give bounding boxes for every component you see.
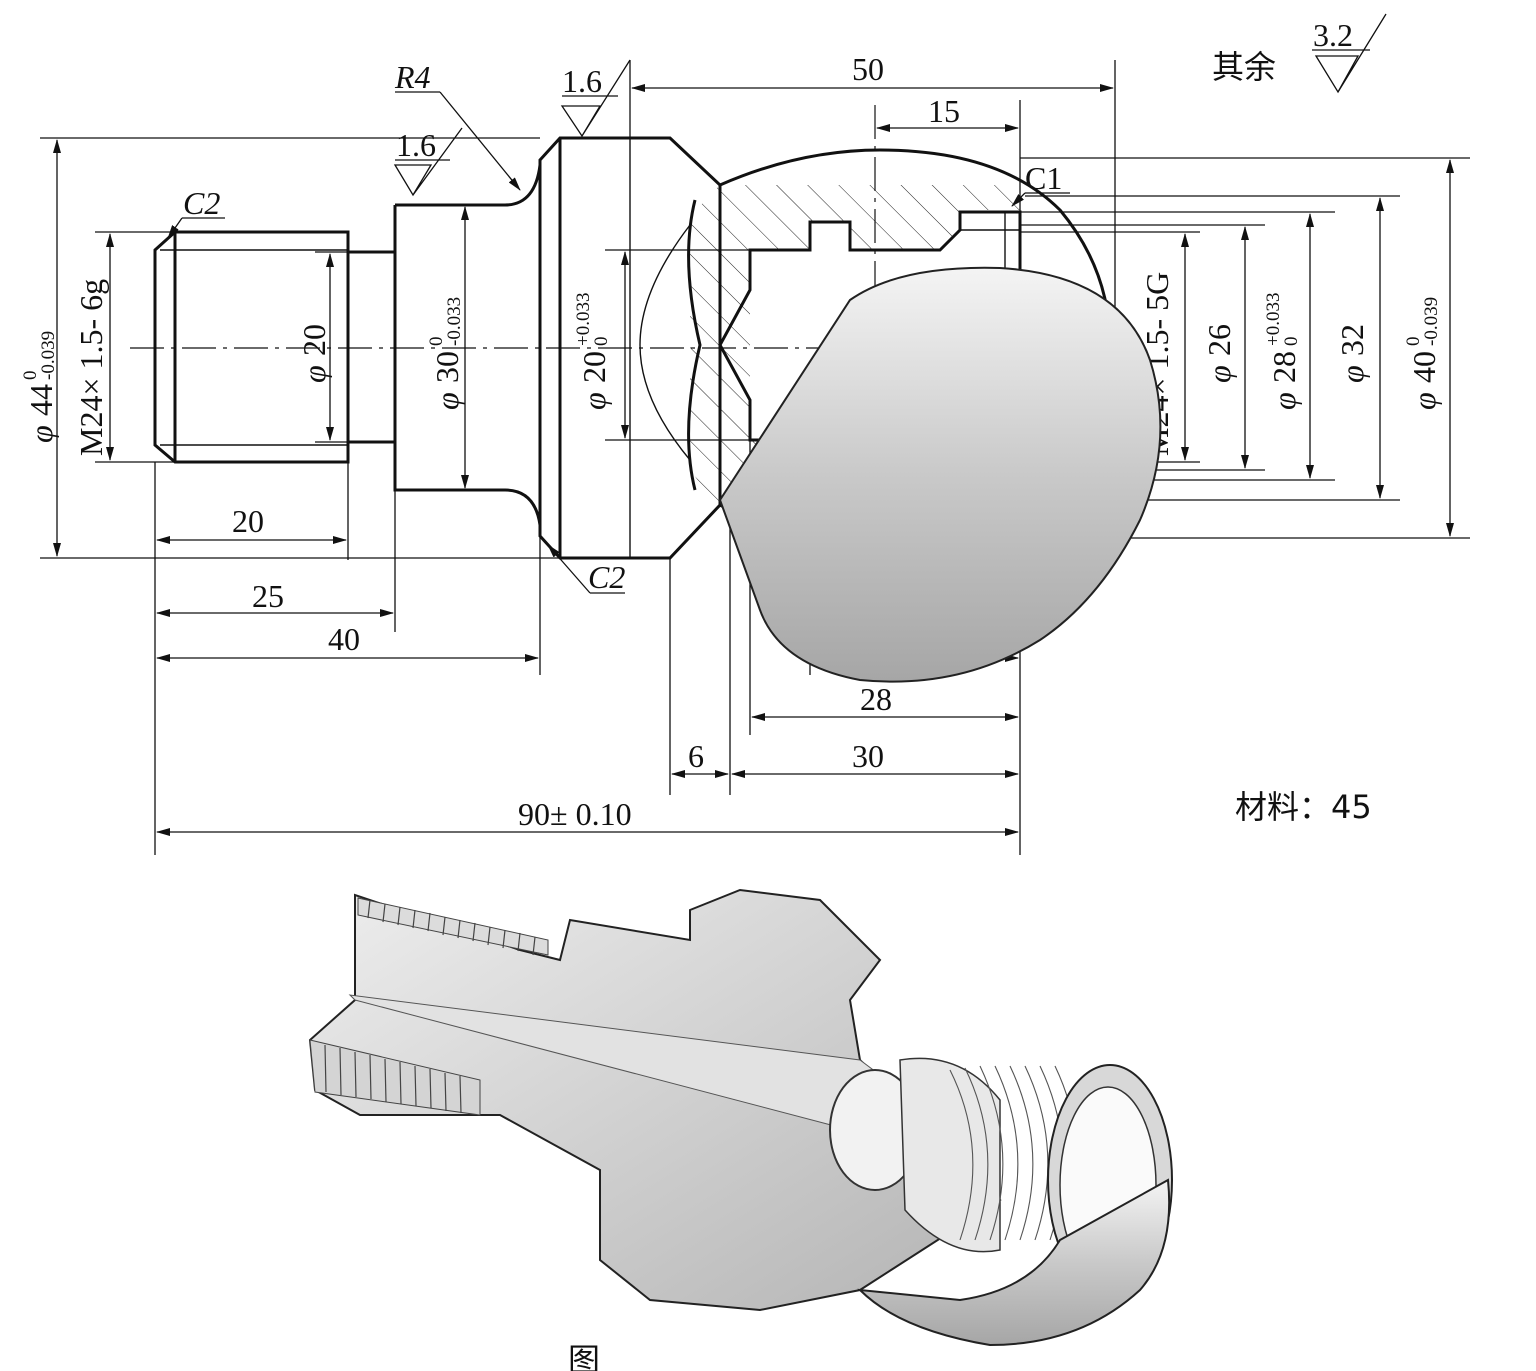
svg-text:20: 20 — [296, 324, 332, 356]
callout-c2-left: C2 — [183, 185, 220, 221]
svg-text:φ: φ — [1201, 365, 1237, 383]
svg-text:+0.033: +0.033 — [1263, 293, 1284, 346]
svg-text:20: 20 — [576, 351, 612, 383]
roughness-symbols — [393, 13, 1387, 197]
roughness-value-2: 1.6 — [562, 63, 602, 99]
dia-phi28: φ 28 +0.033 0 — [1263, 293, 1302, 410]
dia-phi20-bore: φ 20 +0.033 0 — [573, 293, 612, 410]
groove-phi20 — [348, 250, 395, 444]
dim-6-flange: 6 — [688, 738, 704, 774]
svg-text:-0.033: -0.033 — [444, 297, 465, 346]
svg-text:φ: φ — [576, 392, 612, 410]
figure-caption: 图 — [568, 1341, 600, 1371]
neck-phi30 — [393, 164, 542, 526]
dim-25: 25 — [252, 578, 284, 614]
svg-text:φ: φ — [23, 425, 59, 443]
svg-text:44: 44 — [23, 384, 59, 416]
material-note: 材料：45 — [1235, 788, 1372, 826]
dia-phi44: φ 44 0 -0.039 — [20, 331, 59, 443]
svg-text:+0.033: +0.033 — [573, 293, 594, 346]
flange-ball-blend — [687, 199, 702, 491]
svg-text:-0.039: -0.039 — [1421, 297, 1442, 346]
svg-text:φ: φ — [296, 365, 332, 383]
dia-phi32: φ 32 — [1334, 324, 1370, 383]
svg-text:0: 0 — [591, 337, 612, 347]
dim-90: 90± 0.10 — [518, 796, 632, 832]
svg-text:φ: φ — [429, 392, 465, 410]
svg-text:26: 26 — [1201, 324, 1237, 356]
flange — [538, 136, 722, 560]
dia-phi30: φ 30 0 -0.033 — [426, 297, 465, 410]
roughness-value-1: 1.6 — [396, 127, 436, 163]
dia-phi26: φ 26 — [1201, 324, 1237, 383]
svg-text:28: 28 — [1266, 351, 1302, 383]
callout-c1: C1 — [1025, 160, 1062, 196]
svg-text:0: 0 — [1403, 337, 1424, 347]
roughness-general-value: 3.2 — [1313, 17, 1353, 53]
svg-text:0: 0 — [20, 371, 41, 381]
dim-28: 28 — [860, 681, 892, 717]
callout-c2-bottom: C2 — [588, 559, 625, 595]
svg-text:M24× 1.5- 6g: M24× 1.5- 6g — [73, 279, 109, 456]
svg-text:φ: φ — [1266, 392, 1302, 410]
svg-text:φ: φ — [1334, 365, 1370, 383]
roughness-general-prefix: 其余 — [1212, 48, 1276, 86]
dim-50: 50 — [852, 51, 884, 87]
cutaway-3d-view — [308, 266, 1173, 1347]
dim-40: 40 — [328, 621, 360, 657]
dim-15: 15 — [928, 93, 960, 129]
dia-phi20: φ 20 — [296, 324, 332, 383]
svg-text:0: 0 — [1281, 337, 1302, 347]
dim-30: 30 — [852, 738, 884, 774]
svg-text:φ: φ — [1406, 392, 1442, 410]
svg-text:-0.039: -0.039 — [38, 331, 59, 380]
ball-left-arc — [639, 224, 691, 461]
svg-text:40: 40 — [1406, 351, 1442, 383]
dia-phi40: φ 40 0 -0.039 — [1403, 297, 1442, 410]
dia-m24-left: M24× 1.5- 6g — [73, 279, 109, 456]
dim-20: 20 — [232, 503, 264, 539]
callout-r4: R4 — [394, 59, 431, 95]
svg-text:30: 30 — [429, 351, 465, 383]
svg-text:0: 0 — [426, 337, 447, 347]
svg-text:32: 32 — [1334, 324, 1370, 356]
